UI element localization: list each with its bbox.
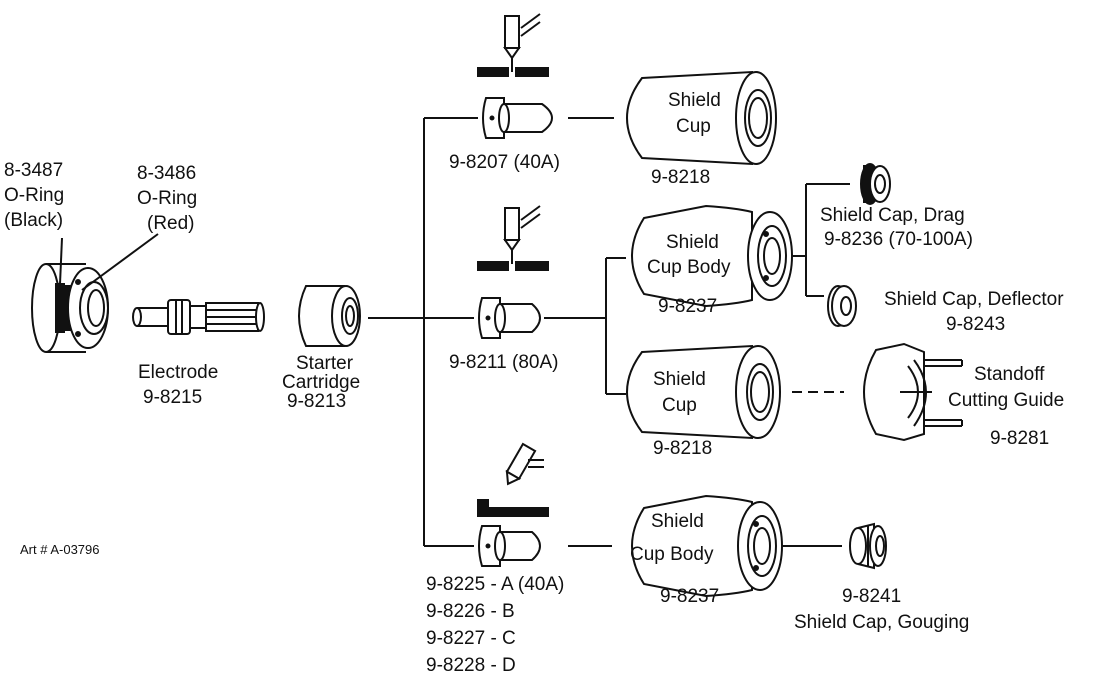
tip-80a-label: 9-8211 (80A): [449, 352, 559, 373]
starter-name-line1: Starter: [296, 353, 354, 374]
shield-cap-deflector-name: Shield Cap, Deflector: [884, 289, 1064, 310]
shield-cup-mid-name-1: Shield: [653, 369, 706, 390]
electrode-name: Electrode: [138, 362, 218, 383]
art-number: Art # A-03796: [20, 542, 100, 557]
shield-cup-mid-part: [627, 346, 780, 438]
oring-red-name: O-Ring: [137, 188, 197, 209]
oring-red-color: (Red): [147, 213, 195, 234]
shield-cap-gouging-part: [850, 524, 886, 568]
tip-40a-label: 9-8207 (40A): [449, 152, 560, 173]
shield-cup-body-bot-part-number: 9-8237: [660, 586, 719, 607]
shield-cup-body-mid-part: [632, 206, 792, 306]
shield-cap-drag-part-number: 9-8236 (70-100A): [824, 229, 973, 250]
starter-name-line2: Cartridge: [282, 372, 360, 393]
oring-black-part-number: 8-3487: [4, 160, 63, 181]
tip-gouge-c: 9-8227 - C: [426, 628, 516, 649]
drag-cut-icon: [478, 14, 548, 76]
standoff-guide-name-1: Standoff: [974, 364, 1045, 385]
shield-cup-top-part-number: 9-8218: [651, 167, 710, 188]
shield-cup-top-name-2: Cup: [676, 116, 711, 137]
tip-40a-part: [483, 98, 552, 138]
shield-cap-drag-name: Shield Cap, Drag: [820, 205, 965, 226]
shield-cup-body-mid-part-number: 9-8237: [658, 296, 717, 317]
tip-gouge-d: 9-8228 - D: [426, 655, 516, 676]
shield-cap-gouging-name: Shield Cap, Gouging: [794, 612, 969, 633]
starter-cartridge-part: [299, 286, 360, 346]
tip-gouge-a: 9-8225 - A (40A): [426, 574, 564, 595]
electrode-part: [133, 300, 264, 334]
shield-cap-drag-part: [861, 164, 890, 204]
leader-oring-red: [82, 234, 158, 290]
tip-gouging-part: [479, 526, 540, 566]
shield-cap-deflector-part-number: 9-8243: [946, 314, 1005, 335]
shield-cup-body-mid-name-1: Shield: [666, 232, 719, 253]
oring-black: [56, 284, 64, 332]
shield-cup-body-bot-name-2: Cup Body: [630, 544, 714, 565]
standoff-guide-part-number: 9-8281: [990, 428, 1049, 449]
tip-80a-part: [479, 298, 540, 338]
standoff-cut-icon: [478, 206, 548, 270]
oring-red-part-number: 8-3486: [137, 163, 196, 184]
electrode-part-number: 9-8215: [143, 387, 202, 408]
standoff-guide-name-2: Cutting Guide: [948, 390, 1064, 411]
shield-cup-mid-name-2: Cup: [662, 395, 697, 416]
shield-cap-deflector-part: [828, 286, 856, 326]
oring-black-color: (Black): [4, 210, 63, 231]
shield-cup-mid-part-number: 9-8218: [653, 438, 712, 459]
torch-head-oring-assembly: [32, 264, 108, 352]
shield-cup-body-mid-name-2: Cup Body: [647, 257, 731, 278]
starter-part-number: 9-8213: [287, 391, 346, 412]
shield-cup-body-bot-name-1: Shield: [651, 511, 704, 532]
shield-cup-top-name-1: Shield: [668, 90, 721, 111]
tip-gouge-b: 9-8226 - B: [426, 601, 515, 622]
oring-black-name: O-Ring: [4, 185, 64, 206]
gouging-icon: [478, 444, 548, 516]
leader-oring-black: [60, 238, 62, 284]
connector-lines: [368, 118, 850, 546]
shield-cap-gouging-part-number: 9-8241: [842, 586, 901, 607]
